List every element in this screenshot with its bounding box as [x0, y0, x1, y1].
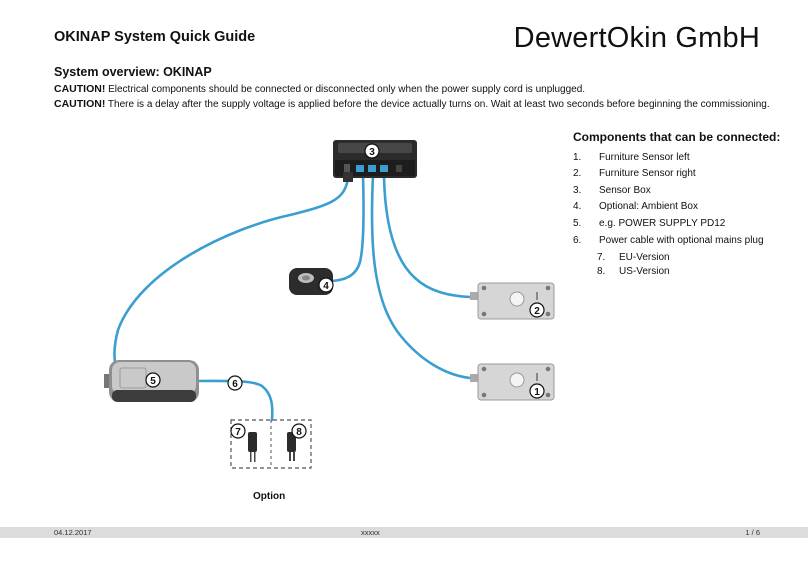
footer-date: 04.12.2017	[54, 528, 92, 537]
component-label: US-Version	[619, 266, 670, 277]
component-label: e.g. POWER SUPPLY PD12	[599, 218, 726, 229]
page-number: 1 / 6	[745, 528, 760, 537]
cables	[113, 174, 472, 422]
company-name: DewertOkin GmbH	[513, 22, 760, 54]
component-label: Power cable with optional mains plug	[599, 235, 764, 246]
component-label: Furniture Sensor right	[599, 168, 696, 179]
badge-4-label: 4	[323, 281, 329, 292]
component-num: 4.	[573, 201, 582, 212]
badge-3	[364, 143, 380, 159]
component-item: 4. Optional: Ambient Box	[573, 201, 698, 212]
badge-6	[227, 375, 243, 391]
component-num: 2.	[573, 168, 582, 179]
component-num: 5.	[573, 218, 582, 229]
component-label: Sensor Box	[599, 185, 651, 196]
cable-sensor-left	[370, 174, 472, 380]
component-num: 8.	[597, 266, 606, 277]
document-title: OKINAP System Quick Guide	[54, 29, 256, 45]
component-num: 7.	[597, 252, 606, 263]
us-plug-icon	[287, 432, 296, 452]
component-sub-item: 7. EU-Version	[597, 252, 670, 263]
badge-8-label: 8	[296, 427, 302, 438]
cable-power-supply	[113, 176, 350, 364]
footer-bar	[0, 527, 808, 538]
sensor-box	[333, 140, 417, 182]
component-num: 3.	[573, 185, 582, 196]
badge-2-label: 2	[534, 306, 540, 317]
badge-7	[230, 423, 246, 439]
component-label: Furniture Sensor left	[599, 152, 690, 163]
badge-5	[145, 372, 161, 388]
badge-6-label: 6	[232, 379, 238, 390]
badge-7-label: 7	[235, 427, 241, 438]
badge-1-label: 1	[534, 387, 540, 398]
caution-notice-2: CAUTION! There is a delay after the supp…	[54, 98, 770, 110]
cable-power	[195, 379, 274, 422]
option-box	[230, 419, 312, 469]
cable-ambient-box	[330, 174, 365, 283]
component-sub-item: 8. US-Version	[597, 266, 670, 277]
caution-notice-1: CAUTION! Electrical components should be…	[54, 83, 585, 95]
caution-text: There is a delay after the supply voltag…	[105, 99, 770, 110]
caution-label: CAUTION!	[54, 98, 106, 110]
cable-sensor-right	[382, 174, 472, 299]
caution-text: Electrical components should be connecte…	[105, 84, 586, 95]
badges	[145, 143, 545, 439]
badge-4	[318, 277, 334, 293]
component-item: 6. Power cable with optional mains plug	[573, 235, 764, 246]
footer-reference: xxxxx	[361, 528, 380, 537]
component-num: 6.	[573, 235, 582, 246]
badge-3-label: 3	[369, 147, 375, 158]
component-label: EU-Version	[619, 252, 670, 263]
component-item: 1. Furniture Sensor left	[573, 152, 690, 163]
component-label: Optional: Ambient Box	[599, 201, 698, 212]
component-item: 3. Sensor Box	[573, 185, 651, 196]
caution-label: CAUTION!	[54, 83, 106, 95]
badge-5-label: 5	[150, 376, 156, 387]
component-item: 2. Furniture Sensor right	[573, 168, 696, 179]
section-subtitle: System overview: OKINAP	[54, 65, 212, 79]
badge-2	[529, 302, 545, 318]
badge-1	[529, 383, 545, 399]
components-title: Components that can be connected:	[573, 130, 781, 144]
component-num: 1.	[573, 152, 582, 163]
component-item: 5. e.g. POWER SUPPLY PD12	[573, 218, 725, 229]
badge-8	[291, 423, 307, 439]
option-label: Option	[253, 491, 286, 502]
eu-plug-icon	[248, 432, 257, 452]
